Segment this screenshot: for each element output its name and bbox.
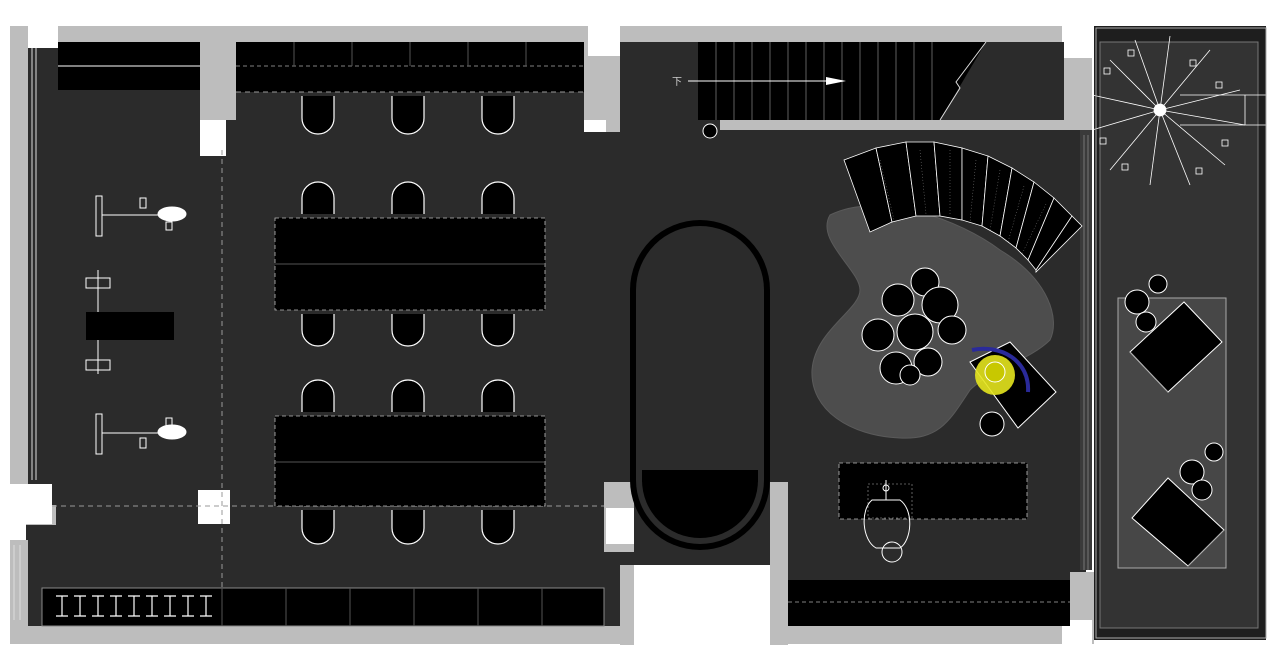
structural-columns: [8, 26, 1092, 644]
dumbbell-rack: [41, 587, 605, 627]
left-window: [13, 48, 37, 620]
person-figure: [863, 480, 911, 563]
dining-area: [274, 96, 546, 545]
stair-post: [702, 123, 718, 139]
stair-direction-label: 下: [672, 77, 682, 88]
kitchen-island: [838, 462, 1028, 563]
terrace-border: [1095, 27, 1267, 639]
terrace-loungers: [1117, 274, 1227, 569]
curved-sofa: [843, 141, 1083, 273]
lounge-chair: [969, 341, 1057, 437]
gym-equipment: [85, 195, 187, 455]
chairs: [301, 96, 515, 545]
coffee-table-cluster: [861, 267, 967, 386]
top-cabinets: [58, 42, 584, 92]
lounge-area: [811, 141, 1083, 439]
staircase: 下: [672, 41, 1064, 139]
oval-element: [630, 220, 770, 550]
terrace-plant: [1091, 35, 1275, 186]
sofa-texture: [879, 149, 1047, 255]
right-window: [1083, 135, 1089, 570]
exercise-bike-2: [95, 413, 187, 455]
dumbbells: [56, 595, 212, 617]
dining-table-2: [274, 415, 546, 507]
bench-press: [85, 270, 174, 374]
bottom-cabinets: [788, 580, 1070, 626]
exercise-bike-1: [95, 195, 187, 237]
